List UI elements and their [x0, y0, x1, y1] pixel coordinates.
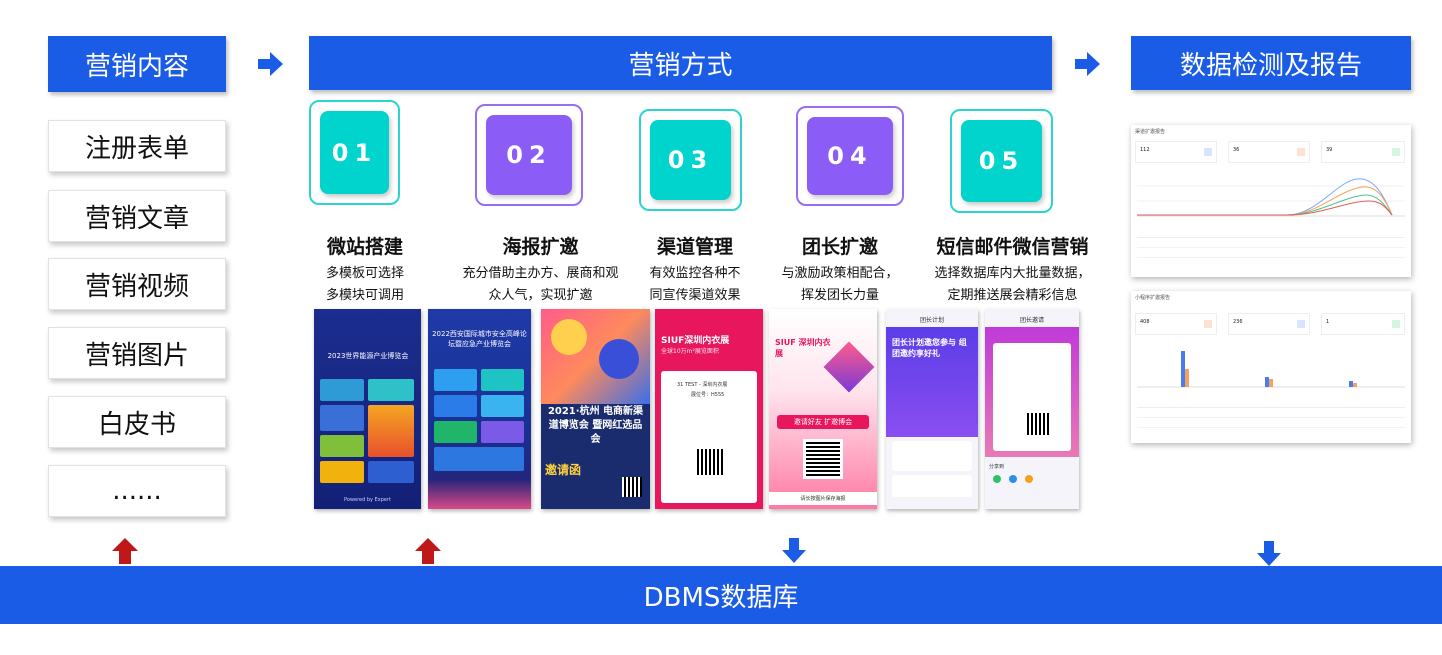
method-number-box-03: 03 [639, 109, 742, 211]
method-desc: 选择数据库内大批量数据， [934, 266, 1091, 281]
arrow-down-icon [782, 538, 806, 563]
poster-test-line: 31 TEST - 深圳内衣展 [677, 382, 728, 388]
poster-siuf-lingerie: SIUF深圳内衣展 全球10万m²展览面积 31 TEST - 深圳内衣展 展位… [655, 309, 763, 509]
method-microsite: 微站搭建 多模板可选择 多模块可调用 [300, 232, 430, 307]
method-number: 04 [807, 117, 893, 195]
method-title: 渠道管理 [656, 236, 733, 258]
content-item-image: 营销图片 [48, 327, 226, 379]
poster-siuf-invite-friends: SIUF 深圳内衣展 邀请好友 扩邀博会 请长按图片保存海报 [769, 309, 877, 509]
poster-subtitle: 全球10万m²展览面积 [661, 348, 719, 355]
poster-hangzhou-ecommerce: 2021·杭州 电商新渠道博览会 暨网红选品会 邀请函 [541, 309, 650, 509]
header-data-report: 数据检测及报告 [1131, 36, 1411, 90]
method-number-box-04: 04 [796, 106, 904, 206]
method-desc: 同宣传渠道效果 [649, 288, 741, 303]
method-desc: 与激励政策相配合， [781, 266, 899, 281]
method-number-box-02: 02 [475, 104, 583, 206]
poster-footer: 请长按图片保存海报 [769, 492, 877, 505]
poster-booth-code: 展位号：H555 [691, 392, 725, 398]
poster-xian-safety-forum: 2022西安国际城市安全高峰论坛暨应急产业博览会 [428, 309, 531, 509]
phone-banner: 团长计划邀您参与 组团邀约享好礼 [892, 338, 967, 358]
method-title: 短信邮件微信营销 [936, 236, 1089, 258]
method-title: 微站搭建 [326, 236, 403, 258]
report-channel-invite: 渠道扩邀报告 112 36 39 [1131, 125, 1411, 277]
content-item-more: ...... [48, 465, 226, 517]
content-item-article: 营销文章 [48, 190, 226, 242]
method-desc: 多模板可选择 [325, 266, 404, 281]
arrow-up-icon [415, 538, 441, 564]
method-number-box-01: 01 [309, 100, 400, 205]
method-title: 海报扩邀 [502, 236, 579, 258]
phone-header: 团长计划 [919, 317, 944, 324]
method-poster: 海报扩邀 充分借助主办方、展商和观 众人气，实现扩邀 [453, 232, 628, 307]
method-number: 02 [486, 115, 572, 195]
poster-energy-expo: 2023世界能源产业博览会 Powered by Expert [314, 309, 421, 509]
arrow-right-icon [258, 52, 283, 76]
report-stat: 112 [1140, 147, 1150, 153]
method-number: 05 [961, 120, 1042, 202]
method-channel: 渠道管理 有效监控各种不 同宣传渠道效果 [630, 232, 760, 307]
phone-share-label: 分享到 [989, 464, 1005, 470]
method-number: 01 [320, 111, 389, 194]
dbms-database-bar: DBMS数据库 [0, 566, 1442, 624]
poster-title: SIUF深圳内衣展 [661, 336, 730, 346]
phone-screen-leader-invite: 团长邀请 分享到 [985, 309, 1079, 509]
report-tab: 渠道扩邀报告 [1135, 129, 1166, 135]
poster-title: 2022西安国际城市安全高峰论坛暨应急产业博览会 [432, 330, 527, 348]
header-marketing-methods: 营销方式 [309, 36, 1052, 90]
poster-title: 2023世界能源产业博览会 [327, 352, 409, 360]
method-leader: 团长扩邀 与激励政策相配合， 挥发团长力量 [770, 232, 910, 307]
method-desc: 有效监控各种不 [649, 266, 741, 281]
content-item-video: 营销视频 [48, 258, 226, 310]
poster-invite: 邀请函 [545, 463, 582, 477]
content-item-register-form: 注册表单 [48, 120, 226, 172]
method-number-box-05: 05 [950, 109, 1053, 213]
method-title: 团长扩邀 [801, 236, 878, 258]
report-line-chart [1137, 178, 1405, 217]
phone-header: 团长邀请 [1019, 317, 1044, 324]
method-desc: 充分借助主办方、展商和观 [462, 266, 619, 281]
report-stat: 236 [1233, 319, 1243, 325]
report-tab: 小程序扩邀报告 [1135, 295, 1171, 301]
method-desc: 多模块可调用 [325, 288, 404, 303]
arrow-right-icon [1075, 52, 1100, 76]
poster-title: 2021·杭州 电商新渠道博览会 暨网红选品会 [547, 406, 644, 445]
content-item-whitepaper: 白皮书 [48, 396, 226, 448]
method-number: 03 [650, 120, 731, 200]
poster-footer: Powered by Expert [344, 497, 391, 503]
method-desc: 定期推送展会精彩信息 [947, 288, 1078, 303]
report-stat: 36 [1233, 147, 1240, 153]
report-miniprogram-invite: 小程序扩邀报告 408 236 1 [1131, 291, 1411, 443]
phone-screen-leader-plan: 团长计划 团长计划邀您参与 组团邀约享好礼 [886, 309, 978, 509]
report-stat: 1 [1326, 319, 1330, 325]
poster-title: SIUF 深圳内衣展 [775, 338, 831, 358]
method-sms-email-wechat: 短信邮件微信营销 选择数据库内大批量数据， 定期推送展会精彩信息 [920, 232, 1105, 307]
arrow-down-icon [1257, 541, 1281, 566]
report-stat: 408 [1140, 319, 1150, 325]
method-desc: 挥发团长力量 [800, 288, 879, 303]
arrow-up-icon [112, 538, 138, 564]
header-marketing-content: 营销内容 [48, 36, 226, 92]
method-desc: 众人气，实现扩邀 [488, 288, 593, 303]
poster-invite: 邀请好友 扩邀博会 [777, 415, 869, 429]
report-stat: 39 [1326, 147, 1333, 153]
report-bar-chart [1137, 351, 1405, 388]
